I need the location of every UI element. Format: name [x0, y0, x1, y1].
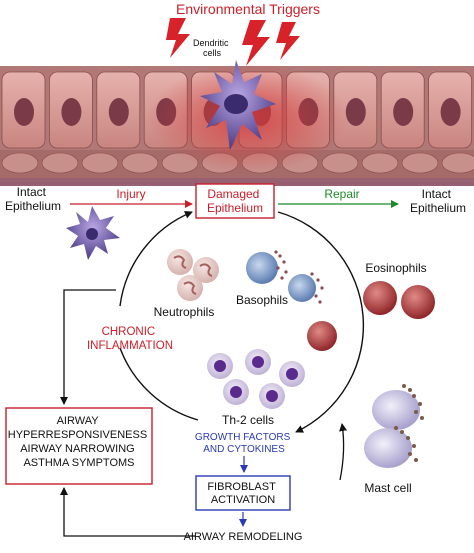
left-intact-label: Intact Epithelium	[5, 185, 61, 213]
fibro-line-1: FIBROBLAST	[207, 481, 276, 493]
inflammation-to-airway-arrow	[60, 289, 116, 405]
th2-cells-label: Th-2 cells	[222, 413, 274, 427]
basal-cell	[1, 152, 39, 174]
neutrophil-cells	[167, 249, 219, 301]
growth-line-2: AND CYTOKINES	[203, 444, 285, 455]
left-intact-line-1: Intact	[17, 185, 47, 199]
basal-cell	[121, 152, 159, 174]
left-intact-line-2: Epithelium	[5, 199, 61, 213]
basal-cell	[401, 152, 439, 174]
damaged-line-2: Epithelium	[207, 201, 263, 215]
chronic-line-2: INFLAMMATION	[87, 340, 173, 352]
mast-cells	[364, 384, 424, 468]
cycle-arrow-bottom-left	[119, 347, 199, 421]
cell-nucleus	[61, 98, 82, 126]
eosinophils-label: Eosinophils	[365, 261, 426, 275]
airway-line-2: HYPERRESPONSIVENESS	[8, 429, 147, 441]
remodeling-to-airway-arrow	[60, 487, 196, 537]
airway-line-3: AIRWAY NARROWING	[20, 443, 135, 455]
cell-nucleus	[108, 98, 129, 126]
airway-line-4: ASTHMA SYMPTOMS	[23, 457, 134, 469]
damaged-epithelium-label: Damaged Epithelium	[207, 187, 263, 215]
dendritic-cell	[66, 206, 120, 260]
dendritic-cells-label: Dendritic cells	[193, 38, 231, 58]
chronic-line-1: CHRONIC	[102, 326, 156, 338]
repair-label: Repair	[324, 187, 359, 201]
fibroblast-activation-box	[195, 475, 291, 511]
basophils-label: Basophils	[236, 293, 288, 307]
damaged-epithelium-box	[195, 183, 275, 219]
dendritic-cell-in-epithelium	[200, 60, 276, 150]
mast-cell-arrow	[339, 423, 348, 481]
lightning-bolt-icon	[276, 22, 300, 60]
right-intact-label: Intact Epithelium	[410, 187, 466, 215]
neutrophils-label: Neutrophils	[154, 305, 215, 319]
cell-nucleus	[393, 98, 414, 126]
basophil-cells	[246, 250, 324, 304]
dendritic-label-line-2: cells	[203, 48, 222, 58]
basal-cell	[81, 152, 119, 174]
damaged-line-1: Damaged	[207, 187, 259, 201]
basal-cell	[321, 152, 359, 174]
lightning-bolt-icon	[242, 20, 270, 66]
airway-remodeling-label: AIRWAY REMODELING	[184, 531, 303, 543]
dendritic-label-line-1: Dendritic	[193, 38, 229, 48]
right-intact-line-2: Epithelium	[410, 201, 466, 215]
cycle-arrow-right	[277, 211, 365, 433]
basal-cell	[441, 152, 474, 174]
fibroblast-activation-label: FIBROBLAST ACTIVATION	[207, 481, 278, 506]
th2-cells	[207, 349, 305, 409]
cell-nucleus	[14, 98, 34, 126]
basal-cell	[41, 152, 79, 174]
airway-line-1: AIRWAY	[57, 415, 100, 427]
lightning-bolt-icon	[166, 18, 190, 58]
eosinophil-cells	[307, 281, 435, 351]
airway-symptoms-box	[5, 407, 153, 485]
title-environmental-triggers: Environmental Triggers	[176, 1, 320, 17]
mast-cell-label: Mast cell	[364, 481, 411, 495]
chronic-inflammation-label: CHRONIC INFLAMMATION	[87, 326, 173, 352]
basal-cell	[361, 152, 399, 174]
growth-factors-label: GROWTH FACTORS AND CYTOKINES	[195, 432, 293, 455]
cell-nucleus	[345, 98, 366, 126]
airway-symptoms-label: AIRWAY HYPERRESPONSIVENESS AIRWAY NARROW…	[8, 415, 150, 469]
cell-nucleus	[440, 98, 461, 126]
injury-label: Injury	[116, 187, 145, 201]
cycle-arrow-left	[119, 210, 193, 307]
epithelium-layer	[0, 60, 474, 186]
fibro-line-2: ACTIVATION	[211, 494, 275, 506]
growth-line-1: GROWTH FACTORS	[195, 432, 291, 443]
right-intact-line-1: Intact	[422, 187, 452, 201]
